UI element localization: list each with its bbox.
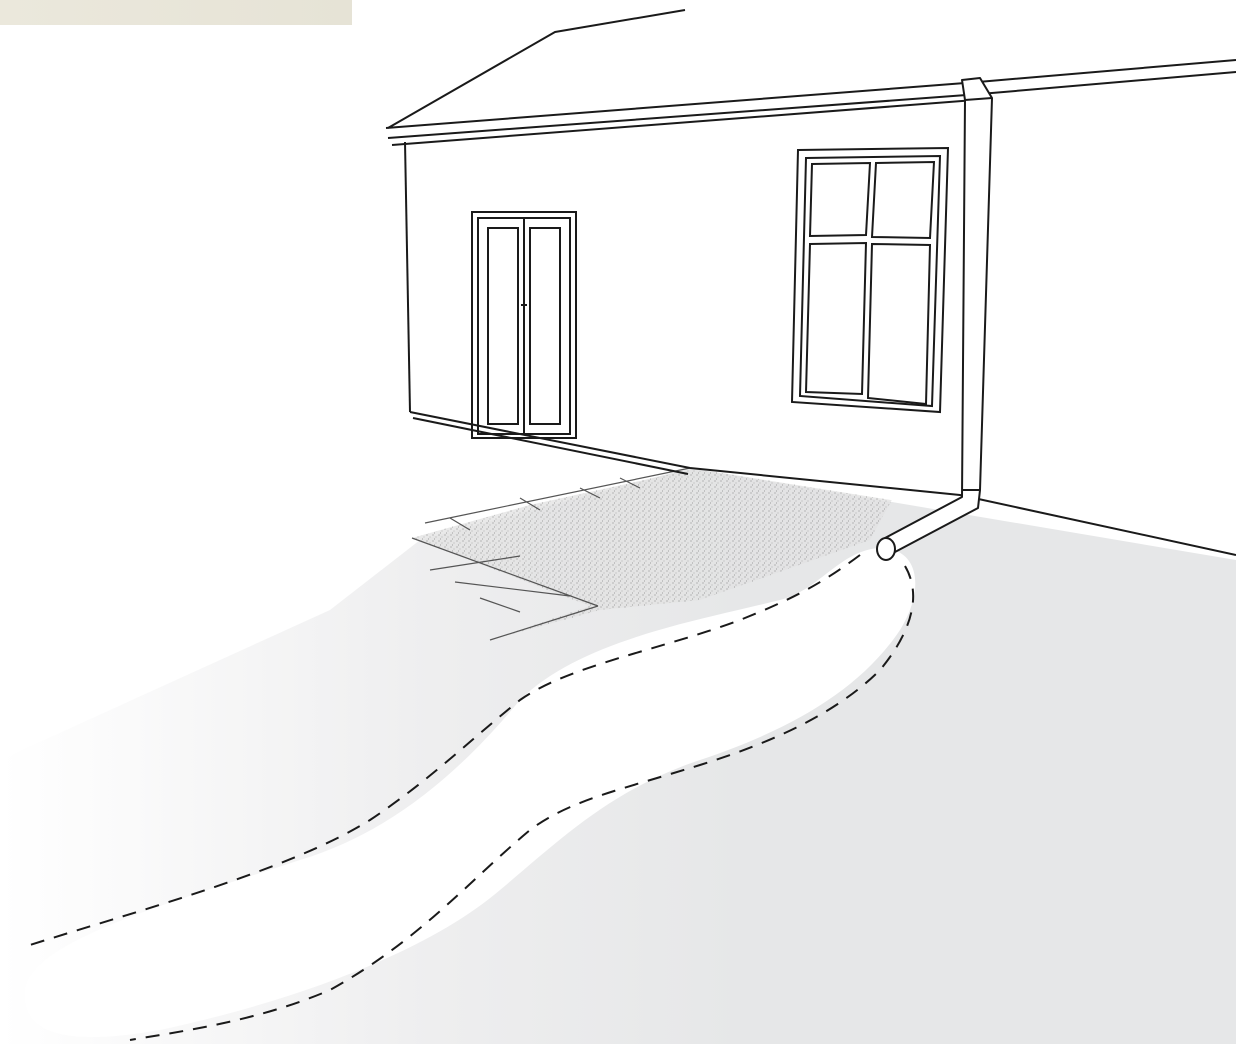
house xyxy=(386,10,1236,555)
french-door xyxy=(472,212,576,438)
